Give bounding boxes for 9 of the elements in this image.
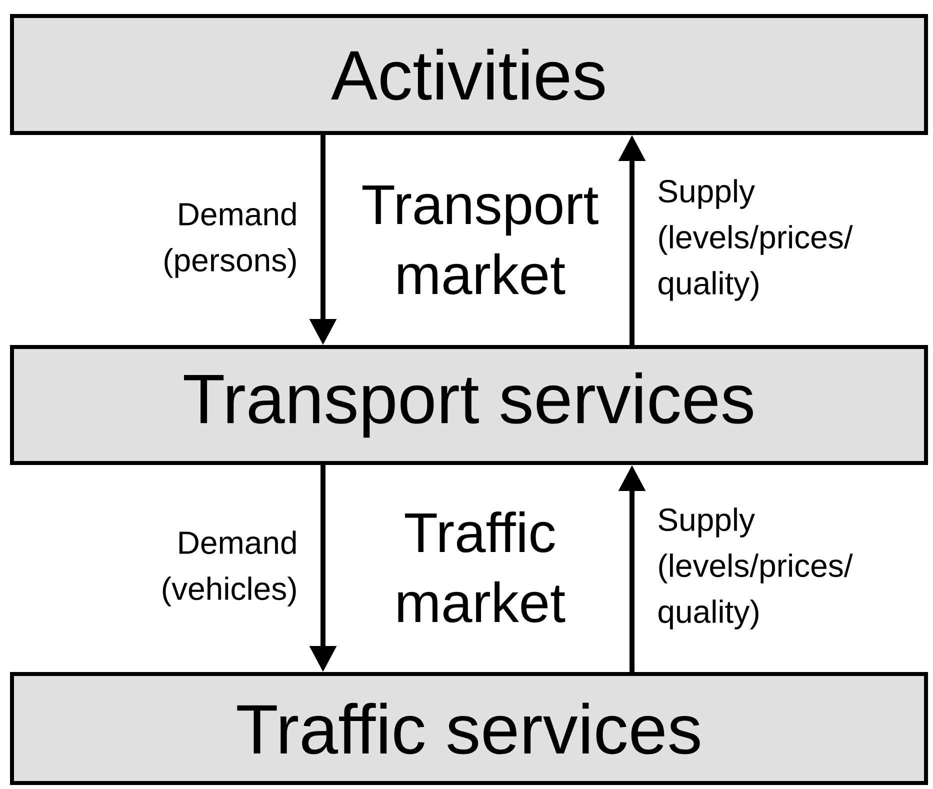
layer-box: Traffic services [10,672,928,785]
edge-label: Demand (vehicles) [162,530,296,606]
edge-label: Supply (levels/prices/ quality) [658,508,853,630]
layer-box: Activities [10,14,928,135]
layer-box: Transport services [10,345,928,465]
market-label: Transport market [362,185,598,295]
market-label: Traffic market [398,511,566,623]
edge-label: Demand (persons) [164,202,296,278]
edge-label: Supply (levels/prices/ quality) [658,179,853,301]
